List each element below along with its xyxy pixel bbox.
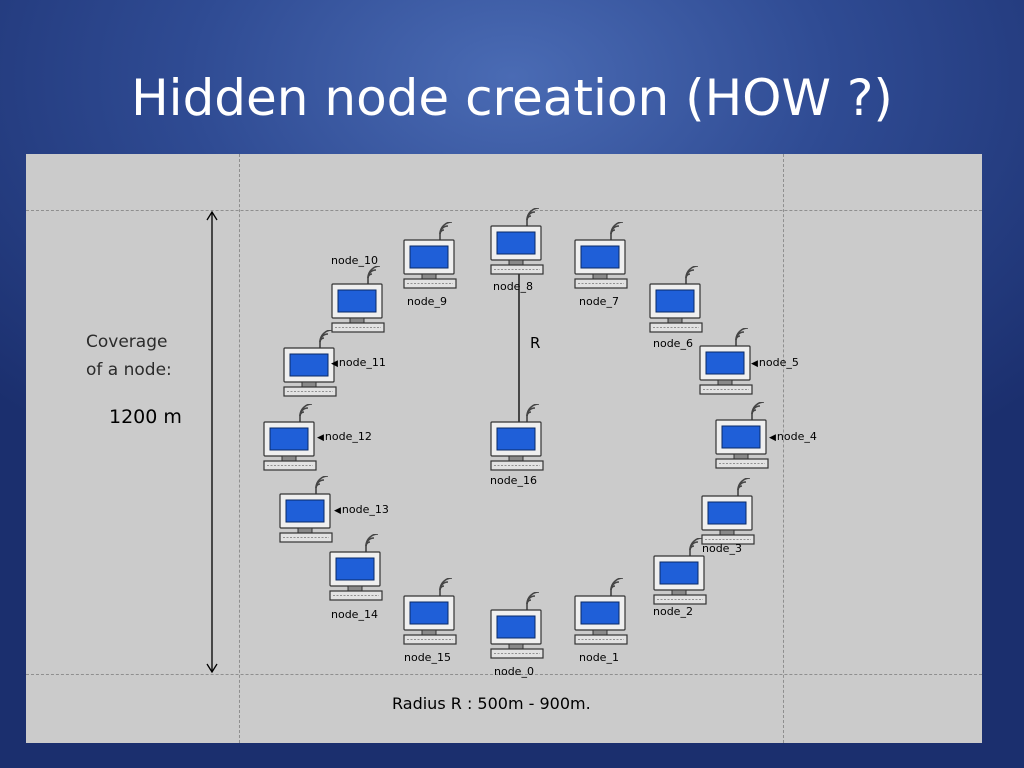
node-label-6: node_6 <box>653 337 693 350</box>
node-14[interactable] <box>328 534 388 604</box>
wifi-signal-icon <box>315 476 329 489</box>
computer-icon <box>403 595 457 645</box>
node-label-2: node_2 <box>653 605 693 618</box>
node-12[interactable] <box>262 404 322 474</box>
node-15[interactable] <box>402 578 462 648</box>
wifi-signal-icon <box>526 592 540 605</box>
node-label-10: node_10 <box>331 254 378 267</box>
node-0[interactable] <box>489 592 549 662</box>
wifi-signal-icon <box>367 266 381 279</box>
grid-line-top <box>26 210 982 211</box>
simulation-panel: Coverage of a node: 1200 m R Radius R : … <box>26 154 982 743</box>
radius-label: R <box>530 334 541 352</box>
coverage-arrow <box>206 210 218 674</box>
node-label-1: node_1 <box>579 651 619 664</box>
wifi-signal-icon <box>689 538 703 551</box>
node-label-4: ◀node_4 <box>769 430 817 443</box>
node-label-8: node_8 <box>493 280 533 293</box>
computer-icon <box>331 283 385 333</box>
computer-icon <box>329 551 383 601</box>
slide-title: Hidden node creation (HOW ?) <box>131 69 893 127</box>
wifi-signal-icon <box>735 328 749 341</box>
wifi-signal-icon <box>526 404 540 417</box>
computer-icon <box>715 419 769 469</box>
computer-icon <box>574 595 628 645</box>
node-2[interactable] <box>652 538 712 608</box>
node-label-3: node_3 <box>702 542 742 555</box>
node-9[interactable] <box>402 222 462 292</box>
node-4[interactable] <box>714 402 774 472</box>
wifi-signal-icon <box>319 330 333 343</box>
node-label-12: ◀node_12 <box>317 430 372 443</box>
node-label-7: node_7 <box>579 295 619 308</box>
node-13[interactable] <box>278 476 338 546</box>
computer-icon <box>403 239 457 289</box>
wifi-signal-icon <box>299 404 313 417</box>
wifi-signal-icon <box>365 534 379 547</box>
wifi-signal-icon <box>439 222 453 235</box>
grid-line-left <box>239 154 240 743</box>
computer-icon <box>263 421 317 471</box>
node-label-13: ◀node_13 <box>334 503 389 516</box>
node-label-11-text: node_11 <box>338 356 386 369</box>
wifi-signal-icon <box>685 266 699 279</box>
node-6[interactable] <box>648 266 708 336</box>
computer-icon <box>490 225 544 275</box>
radius-range-text: Radius R : 500m - 900m. <box>392 694 591 713</box>
node-label-13-text: node_13 <box>341 503 389 516</box>
wifi-signal-icon <box>610 222 624 235</box>
node-3[interactable] <box>700 478 760 548</box>
node-label-0: node_0 <box>494 665 534 678</box>
node-16[interactable] <box>489 404 549 474</box>
node-1[interactable] <box>573 578 633 648</box>
grid-line-bottom <box>26 674 982 675</box>
computer-icon <box>283 347 337 397</box>
wifi-signal-icon <box>751 402 765 415</box>
node-label-5-text: node_5 <box>758 356 799 369</box>
computer-icon <box>490 421 544 471</box>
node-label-14: node_14 <box>331 608 378 621</box>
computer-icon <box>574 239 628 289</box>
node-label-11: ◀node_11 <box>331 356 386 369</box>
node-8[interactable] <box>489 208 549 278</box>
computer-icon <box>699 345 753 395</box>
computer-icon <box>490 609 544 659</box>
node-label-9: node_9 <box>407 295 447 308</box>
wifi-signal-icon <box>610 578 624 591</box>
coverage-label-line2: of a node: <box>86 360 172 380</box>
node-10[interactable] <box>330 266 390 336</box>
node-label-15: node_15 <box>404 651 451 664</box>
coverage-value: 1200 m <box>109 406 182 428</box>
node-label-16: node_16 <box>490 474 537 487</box>
coverage-label-line1: Coverage <box>86 332 168 352</box>
node-label-12-text: node_12 <box>324 430 372 443</box>
node-label-5: ◀node_5 <box>751 356 799 369</box>
computer-icon <box>649 283 703 333</box>
grid-line-right <box>783 154 784 743</box>
node-5[interactable] <box>698 328 758 398</box>
node-11[interactable] <box>282 330 342 400</box>
node-label-4-text: node_4 <box>776 430 817 443</box>
wifi-signal-icon <box>439 578 453 591</box>
computer-icon <box>279 493 333 543</box>
computer-icon <box>653 555 707 605</box>
wifi-signal-icon <box>526 208 540 221</box>
computer-icon <box>701 495 755 545</box>
node-7[interactable] <box>573 222 633 292</box>
wifi-signal-icon <box>737 478 751 491</box>
